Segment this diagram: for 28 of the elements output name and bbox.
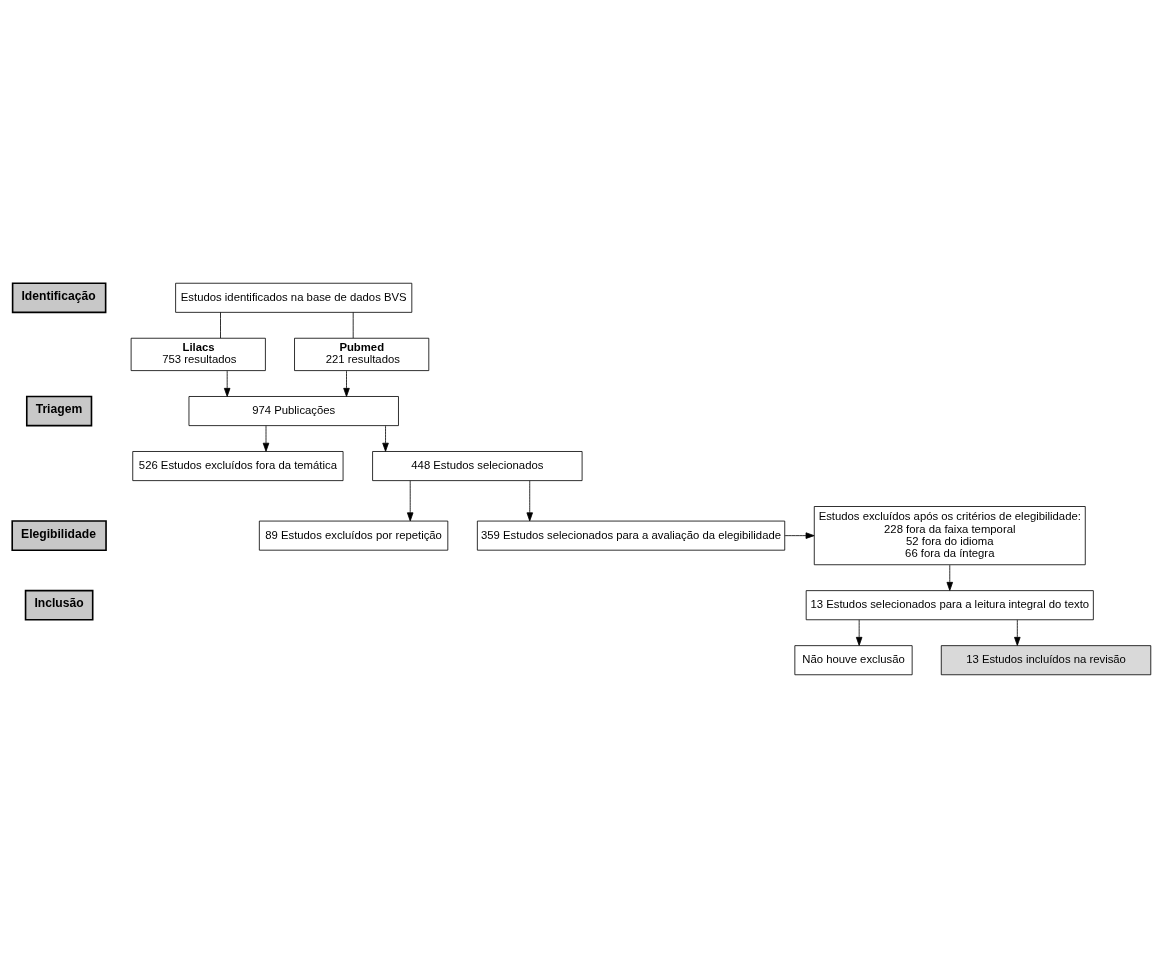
- node-box: 974 Publicações: [188, 395, 399, 426]
- node-box: Inclusão: [24, 589, 94, 621]
- node-box: 359 Estudos selecionados para a avaliação da elegibilidade: [476, 520, 786, 551]
- arrow: [526, 479, 533, 521]
- node-box: Triagem: [25, 395, 93, 426]
- node-box: 526 Estudos excluídos fora da temática: [132, 450, 344, 481]
- arrow: [1014, 619, 1021, 646]
- node-box: 13 Estudos incluídos na revisão: [940, 644, 1152, 675]
- node-box: Não houve exclusão: [794, 644, 913, 675]
- connector: [352, 311, 354, 338]
- node-box: 448 Estudos selecionados: [372, 450, 583, 481]
- arrow: [855, 619, 863, 646]
- arrow: [262, 424, 270, 452]
- arrow: [223, 369, 231, 397]
- node-box: Elegibilidade: [11, 519, 107, 551]
- arrow: [946, 564, 953, 591]
- arrow: [343, 369, 350, 397]
- node-box: Lilacs 753 resultados: [130, 337, 266, 371]
- arrow: [406, 479, 414, 521]
- connector: [220, 311, 221, 338]
- arrow: [382, 424, 389, 452]
- arrow: [784, 531, 815, 539]
- node-box: 89 Estudos excluídos por repetição: [258, 520, 449, 551]
- node-box: Estudos identificados na base de dados BVS: [175, 282, 413, 313]
- node-box: Pubmed 221 resultados: [294, 337, 430, 371]
- node-box: Estudos excluídos após os critérios de elegibilidade: 228 fora da faixa temporal 52 fora do idioma 66 fora da íntegra: [813, 505, 1086, 565]
- node-box: Identificação: [11, 281, 107, 313]
- node-box: 13 Estudos selecionados para a leitura integral do texto: [805, 589, 1094, 620]
